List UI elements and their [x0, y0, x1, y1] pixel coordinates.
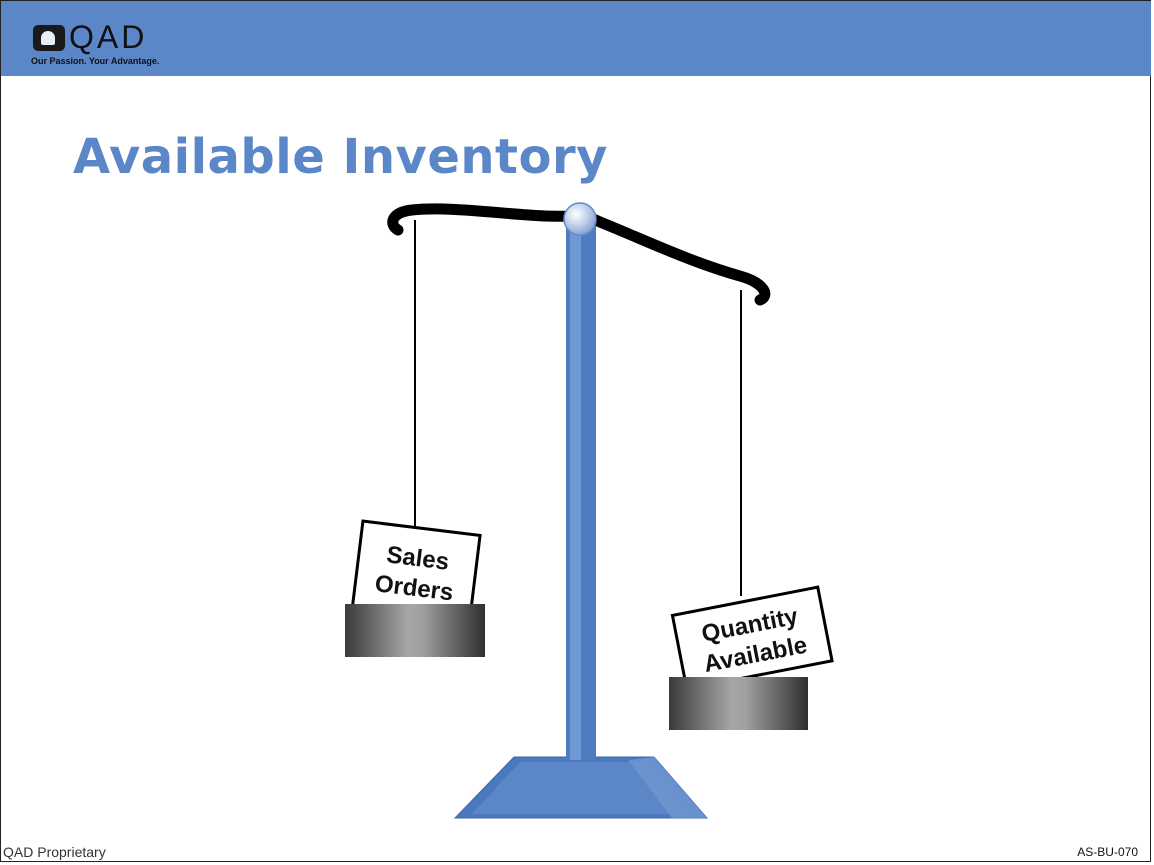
quantity-available-card: Quantity Available: [670, 585, 834, 691]
sales-orders-card: Sales Orders: [350, 519, 482, 627]
logo-wordmark: QAD: [69, 19, 148, 55]
qad-logo: QAD Our Passion. Your Advantage.: [29, 19, 189, 67]
scale-pole: [566, 220, 596, 760]
footer-slide-code: AS-BU-070: [1077, 845, 1138, 859]
right-weight: [669, 677, 808, 730]
logo-tagline: Our Passion. Your Advantage.: [31, 56, 160, 66]
footer-proprietary: QAD Proprietary: [3, 844, 106, 860]
scale-knob: [563, 202, 597, 236]
slide-title: Available Inventory: [73, 129, 608, 185]
logo-mark-icon: [33, 25, 65, 51]
header-bar: QAD Our Passion. Your Advantage.: [1, 1, 1151, 76]
scale-base: [453, 756, 709, 819]
left-weight: [345, 604, 485, 657]
